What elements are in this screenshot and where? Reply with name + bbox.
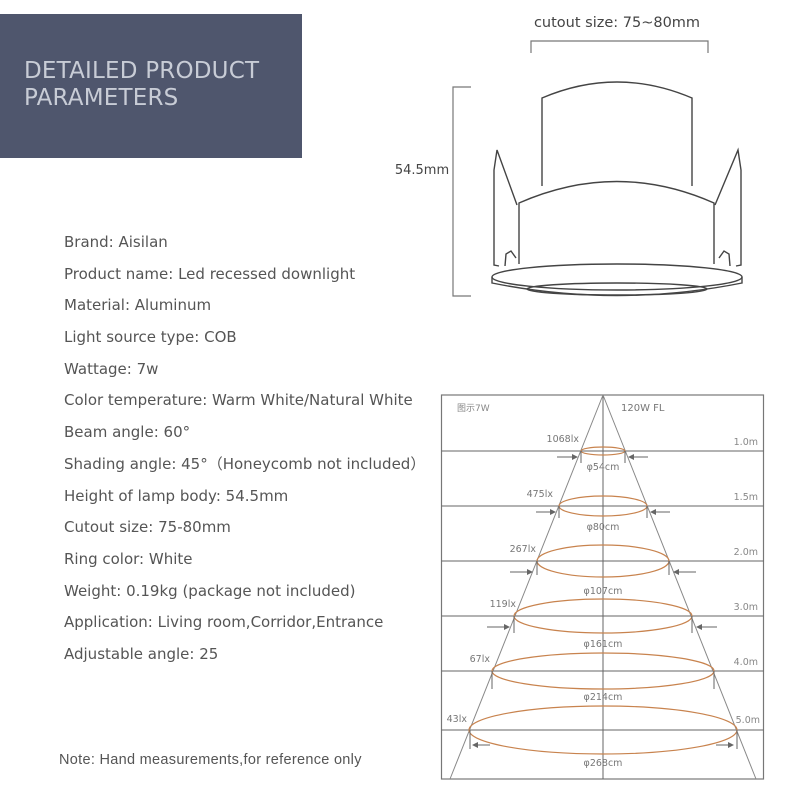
distance-label: 1.5m	[734, 492, 758, 503]
distance-label: 4.0m	[734, 657, 758, 668]
banner-title-line-1: DETAILED PRODUCT	[24, 58, 260, 84]
spec-material: Material: Aluminum	[64, 296, 212, 315]
model-label: 图示7W	[457, 403, 490, 414]
diameter-label: φ54cm	[587, 462, 620, 473]
distance-grid-lines	[441, 395, 764, 779]
beam-row-1m: 1.0m 1068lx φ54cm	[547, 434, 758, 473]
spec-product-name: Product name: Led recessed downlight	[64, 264, 356, 283]
spec-ring-color: Ring color: White	[64, 549, 193, 568]
diameter-label: φ161cm	[584, 639, 623, 650]
spec-brand: Brand: Aisilan	[64, 233, 168, 251]
spec-shading-angle: Shading angle: 45°（Honeycomb not include…	[64, 454, 426, 473]
lux-label: 67lx	[470, 654, 491, 665]
beam-row-2m: 2.0m 267lx φ107cm	[510, 544, 758, 597]
cutout-dimension-line	[530, 40, 709, 53]
spec-light-source-type: Light source type: COB	[64, 328, 237, 347]
spec-application: Application: Living room,Corridor,Entran…	[64, 613, 384, 632]
beam-row-5m: 5.0m 43lx φ268cm	[447, 705, 760, 769]
product-drawing: cutout size: 75~80mm 54.5mm	[395, 15, 743, 297]
beam-diagram: 图示7W 120W FL 1.0m 1068lx φ54cm 1.5m 475l…	[440, 394, 765, 780]
distance-label: 3.0m	[734, 602, 758, 613]
distance-label: 1.0m	[734, 437, 758, 448]
distance-label: 2.0m	[734, 547, 758, 558]
spec-cutout-size: Cutout size: 75-80mm	[64, 518, 231, 537]
spec-list: Brand: Aisilan Product name: Led recesse…	[64, 230, 425, 674]
diameter-label: φ268cm	[584, 758, 623, 769]
measurement-note: Note: Hand measurements,for reference on…	[59, 752, 362, 768]
cutout-size-label: cutout size: 75~80mm	[534, 15, 700, 31]
spec-color-temperature: Color temperature: Warm White/Natural Wh…	[64, 391, 413, 410]
banner-title: DETAILED PRODUCT PARAMETERS	[24, 58, 259, 112]
title-banner: DETAILED PRODUCT PARAMETERS	[0, 14, 302, 158]
beam-row-4m: 4.0m 67lx φ214cm	[470, 652, 758, 703]
lux-label: 1068lx	[547, 434, 580, 445]
spec-lamp-height: Height of lamp body: 54.5mm	[64, 486, 289, 505]
distance-label: 5.0m	[736, 715, 760, 726]
spec-beam-angle: Beam angle: 60°	[64, 423, 191, 442]
lux-label: 43lx	[447, 714, 468, 725]
banner-title-line-2: PARAMETERS	[24, 85, 179, 111]
height-dimension-line	[452, 86, 471, 297]
height-label: 54.5mm	[395, 163, 449, 178]
spec-wattage: Wattage: 7w	[64, 359, 159, 378]
lux-label: 119lx	[490, 599, 517, 610]
diameter-label: φ107cm	[584, 586, 623, 597]
lamp-label: 120W FL	[621, 403, 665, 414]
spec-weight: Weight: 0.19kg (package not included)	[64, 581, 356, 600]
lux-label: 267lx	[510, 544, 537, 555]
diameter-label: φ80cm	[587, 522, 620, 533]
diameter-label: φ214cm	[584, 692, 623, 703]
downlight-outline	[491, 81, 743, 297]
lux-label: 475lx	[527, 489, 554, 500]
beam-row-3m: 3.0m 119lx φ161cm	[487, 598, 758, 650]
spec-adjustable-angle: Adjustable angle: 25	[64, 644, 219, 663]
beam-row-1-5m: 1.5m 475lx φ80cm	[527, 489, 758, 533]
